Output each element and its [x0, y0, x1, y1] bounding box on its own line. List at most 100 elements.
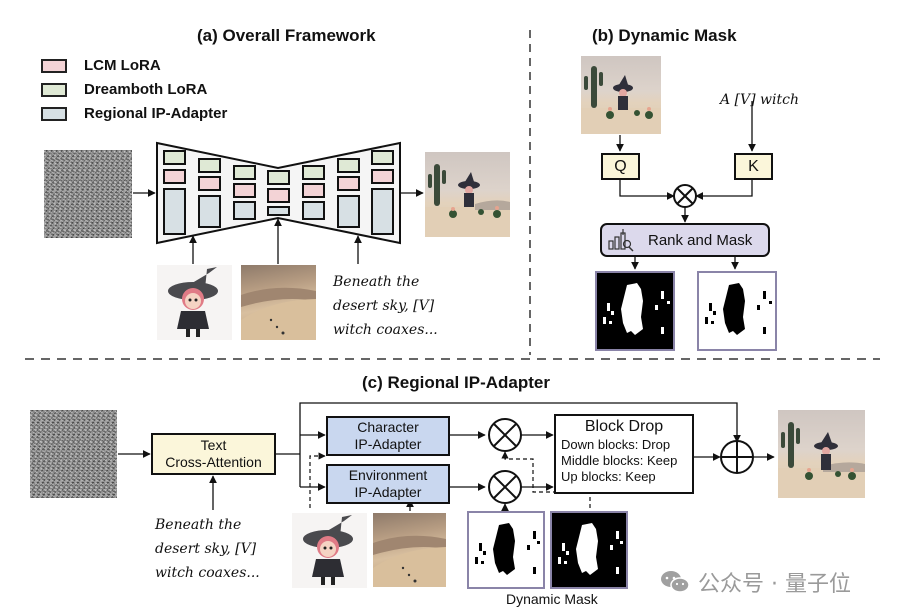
unet-diagram: [133, 141, 424, 264]
environment-mask-b: [697, 271, 777, 351]
environment-adapter-line2: IP-Adapter: [354, 484, 422, 500]
character-adapter-line2: IP-Adapter: [354, 436, 422, 452]
mask-pattern: [603, 283, 670, 335]
block-dreamboth: [163, 150, 186, 165]
mask-pattern: [705, 283, 772, 335]
desert-graphic: [241, 287, 316, 340]
block-dreamboth: [371, 150, 394, 165]
wechat-icon: [661, 571, 690, 593]
block-lcm: [198, 176, 221, 191]
block-lcm: [163, 169, 186, 184]
witch-graphic: [168, 267, 218, 337]
dashed-mask-to-char-mult: [501, 451, 591, 508]
key-box: K: [734, 153, 773, 180]
panel-c-title: (c) Regional IP-Adapter: [362, 373, 550, 392]
legend-label: Dreamboth LoRA: [84, 81, 208, 98]
block-regional: [233, 201, 256, 220]
multiply-icon-environment: [488, 470, 522, 504]
block-drop-rule: Middle blocks: Keep: [561, 453, 678, 468]
panel-a-title: (a) Overall Framework: [197, 26, 376, 45]
character-mask-b: [595, 271, 675, 351]
block-lcm: [337, 176, 360, 191]
block-regional: [337, 195, 360, 228]
regional-adapter-connectors: [118, 402, 775, 512]
environment-ip-adapter-box: Environment IP-Adapter: [326, 464, 450, 504]
output-image-c: [778, 410, 865, 498]
block-dreamboth: [302, 165, 325, 180]
environment-reference-image-a: [241, 265, 316, 340]
generated-scene-graphic: [778, 422, 865, 498]
block-lcm: [302, 183, 325, 198]
block-regional: [371, 188, 394, 235]
multiply-icon-character: [488, 418, 522, 452]
environment-mask-c: [467, 511, 545, 589]
character-adapter-line1: Character: [357, 419, 419, 435]
block-lcm: [233, 183, 256, 198]
arrow-q-to-multiply: [619, 179, 675, 200]
block-dreamboth: [267, 170, 290, 185]
dashed-character-image-to-adapter: [309, 452, 326, 508]
desert-graphic: [373, 535, 446, 587]
query-label: Q: [614, 158, 627, 175]
character-ip-adapter-box: Character IP-Adapter: [326, 416, 450, 456]
prompt-line: Beneath the: [333, 274, 420, 290]
text-cross-attention-line1: Text: [200, 437, 227, 453]
legend-item-regional-ip-adapter: Regional IP-Adapter: [41, 105, 227, 122]
prompt-line: desert sky, [V]: [333, 298, 435, 314]
multiply-icon: [673, 184, 697, 208]
noise-input-image-a: [44, 150, 132, 238]
legend-label: LCM LoRA: [84, 57, 161, 74]
rank-and-mask-label: Rank and Mask: [648, 231, 753, 249]
text-prompt-a: Beneath the desert sky, [V] witch coaxes…: [333, 270, 438, 342]
block-drop-rule: Up blocks: Keep: [561, 469, 656, 484]
legend-item-lcm-lora: LCM LoRA: [41, 57, 161, 74]
text-cross-attention-box: Text Cross-Attention: [151, 433, 276, 475]
environment-adapter-line1: Environment: [348, 467, 428, 483]
character-reference-image-c: [292, 513, 367, 588]
legend-swatch-dreamboth: [41, 82, 67, 97]
text-prompt-b: A [V] witch: [720, 92, 799, 108]
prompt-line: Beneath the: [155, 517, 242, 533]
line-skip-connection: [299, 402, 741, 443]
noise-input-image-c: [30, 410, 117, 498]
block-regional: [267, 206, 290, 216]
block-regional: [198, 195, 221, 228]
witch-graphic: [303, 515, 353, 585]
environment-reference-image-c: [373, 513, 446, 587]
add-icon: [720, 440, 754, 474]
text-cross-attention-line2: Cross-Attention: [165, 454, 262, 470]
character-reference-image-a: [157, 265, 232, 340]
block-drop-title: Block Drop: [584, 418, 664, 435]
block-regional: [163, 188, 186, 235]
legend-label: Regional IP-Adapter: [84, 105, 228, 122]
block-lcm: [371, 169, 394, 184]
prompt-line: witch coaxes...: [155, 565, 260, 581]
watermark-text: 公众号 · 量子位: [698, 572, 851, 597]
generated-scene-graphic: [425, 164, 510, 237]
text-prompt-c: Beneath the desert sky, [V] witch coaxes…: [155, 513, 260, 585]
key-label: K: [748, 158, 759, 175]
query-image-b: [581, 56, 661, 134]
legend-swatch-regional: [41, 106, 67, 121]
watermark: 公众号 · 量子位: [660, 566, 851, 598]
block-dreamboth: [198, 158, 221, 173]
prompt-line: desert sky, [V]: [155, 541, 257, 557]
character-mask-c: [550, 511, 628, 589]
block-lcm: [267, 188, 290, 203]
rank-chart-icon: [608, 229, 634, 252]
block-dreamboth: [233, 165, 256, 180]
generated-scene-graphic: [581, 66, 661, 134]
mask-pattern: [558, 523, 623, 575]
output-image-a: [425, 152, 510, 237]
block-drop-rule: Down blocks: Drop: [561, 437, 671, 452]
block-dreamboth: [337, 158, 360, 173]
dynamic-mask-connectors: [616, 101, 756, 270]
legend-swatch-lcm: [41, 58, 67, 73]
panel-b-title: (b) Dynamic Mask: [592, 26, 737, 45]
legend-item-dreamboth-lora: Dreamboth LoRA: [41, 81, 207, 98]
block-regional: [302, 201, 325, 220]
mask-pattern: [475, 523, 540, 575]
arrow-k-to-multiply: [695, 179, 753, 200]
block-drop-box: Block Drop Down blocks: Drop Middle bloc…: [554, 414, 694, 494]
